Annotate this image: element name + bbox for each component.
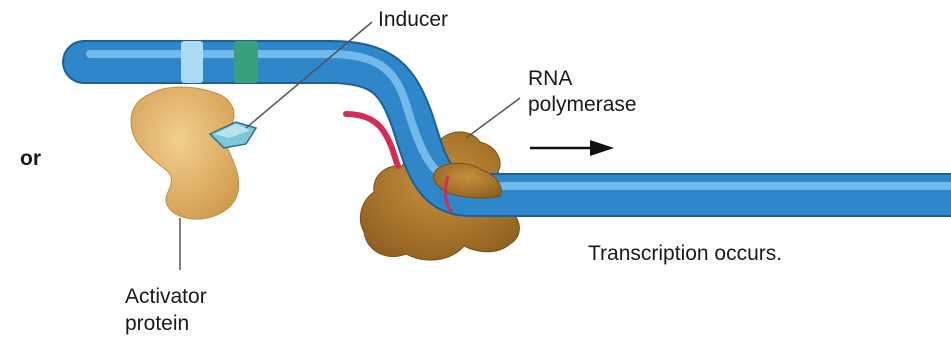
rna-polymerase-label-line1: RNA xyxy=(528,66,572,91)
or-label: or xyxy=(20,146,41,171)
polymerase-leader-line xyxy=(466,98,520,138)
rna-polymerase-label-line2: polymerase xyxy=(528,92,637,117)
inducer-label: Inducer xyxy=(378,7,448,32)
activator-protein-shape xyxy=(131,87,239,219)
dna-band-green xyxy=(234,41,258,83)
activator-protein-label-line2: protein xyxy=(125,311,189,336)
activator-protein-label-line1: Activator xyxy=(125,284,207,309)
transcription-label: Transcription occurs. xyxy=(588,241,782,266)
right-arrow-icon xyxy=(530,140,614,156)
dna-band-light xyxy=(181,41,203,83)
